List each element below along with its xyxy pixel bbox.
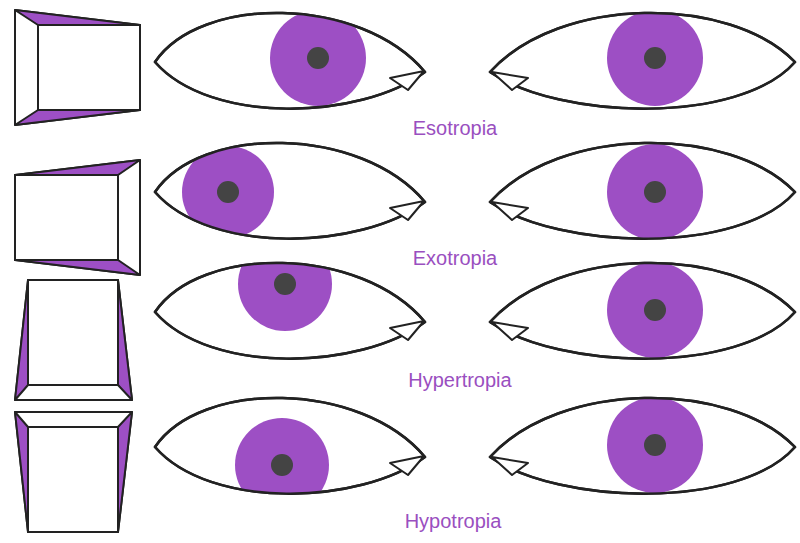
eye-pair [155, 143, 795, 240]
eye-pair [155, 10, 795, 109]
eye-pair [155, 237, 795, 359]
condition-label: Esotropia [413, 117, 498, 139]
prism-base-in [15, 160, 140, 275]
prism-base-down [15, 280, 132, 400]
condition-label: Exotropia [413, 247, 498, 269]
condition-label: Hypotropia [405, 510, 502, 532]
prism-base-out [15, 10, 140, 125]
prism-base-up [15, 412, 132, 532]
eye-pair [155, 397, 795, 512]
condition-label: Hypertropia [408, 369, 511, 391]
